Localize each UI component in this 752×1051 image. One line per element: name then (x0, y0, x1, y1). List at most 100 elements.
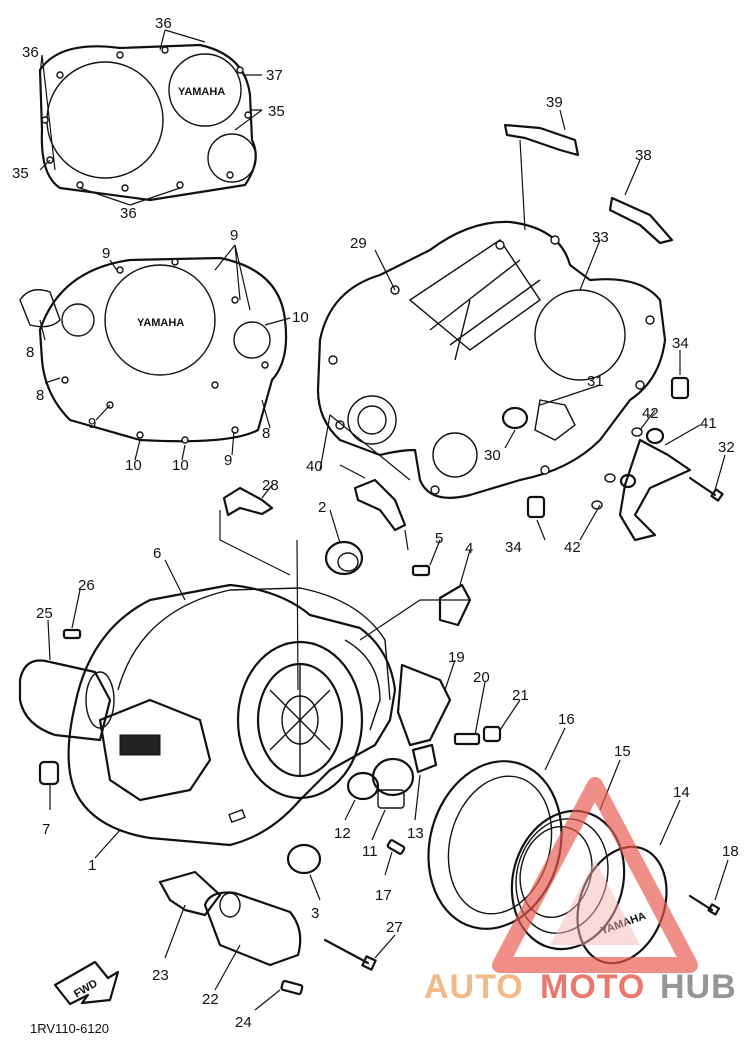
callout-17: 17 (375, 887, 392, 904)
callout-37: 37 (266, 67, 283, 84)
screw-18 (688, 894, 721, 916)
bracket-23 (158, 870, 222, 917)
callout-31: 31 (587, 373, 604, 390)
yamaha-stamp-gasket-2: YAMAHA (137, 317, 184, 329)
callout-41: 41 (700, 415, 717, 432)
callout-20: 20 (473, 669, 490, 686)
bolt-5 (411, 564, 431, 577)
callout-9: 9 (102, 245, 110, 262)
callout-12: 12 (334, 825, 351, 842)
bolt-32 (688, 476, 724, 502)
bolt-17 (386, 839, 406, 855)
gasket-6 (117, 587, 391, 701)
watermark-auto: AUTO (424, 968, 524, 1006)
bracket-19 (396, 663, 452, 747)
callout-36: 36 (155, 15, 172, 32)
callout-32: 32 (718, 439, 735, 456)
callout-5: 5 (435, 530, 443, 547)
starter-22 (203, 891, 302, 967)
callout-22: 22 (202, 991, 219, 1008)
bracket-41 (618, 427, 692, 542)
generator-cover-gasket: YAMAHA (19, 256, 288, 444)
bolt-24 (280, 979, 304, 996)
callout-10: 10 (125, 457, 142, 474)
callout-36: 36 (120, 205, 137, 222)
callout-35: 35 (12, 165, 29, 182)
clip-13 (411, 743, 438, 774)
bracket-28 (222, 486, 274, 517)
callout-8: 8 (26, 344, 34, 361)
dowel-pin-34 (526, 376, 690, 519)
fwd-arrow-icon: FWD (53, 960, 120, 1006)
callout-25: 25 (36, 605, 53, 622)
plug-3 (286, 843, 322, 875)
callout-39: 39 (546, 94, 563, 111)
starter-25 (18, 659, 115, 742)
callout-10: 10 (172, 457, 189, 474)
callout-9: 9 (230, 227, 238, 244)
callout-27: 27 (386, 919, 403, 936)
callout-34: 34 (505, 539, 522, 556)
plug-11 (371, 757, 415, 809)
bolt-21 (482, 725, 502, 743)
callout-11: 11 (362, 843, 378, 860)
callout-7: 7 (42, 821, 50, 838)
bracket-38 (608, 196, 674, 245)
part-code-label: 1RV110-6120 (30, 1021, 109, 1036)
callout-38: 38 (635, 147, 652, 164)
callout-29: 29 (350, 235, 367, 252)
bolt-27 (323, 938, 377, 971)
callout-3: 3 (311, 905, 319, 922)
callout-13: 13 (407, 825, 424, 842)
callout-36: 36 (22, 44, 39, 61)
callout-33: 33 (592, 229, 609, 246)
callout-40: 40 (306, 458, 323, 475)
callout-8: 8 (262, 425, 270, 442)
callout-24: 24 (235, 1014, 252, 1031)
callout-19: 19 (448, 649, 465, 666)
bearing-2 (324, 540, 364, 576)
callout-14: 14 (673, 784, 690, 801)
callout-35: 35 (268, 103, 285, 120)
automotohub-watermark: AUTO MOTO HUB (424, 777, 737, 1006)
clutch-cover-gasket: YAMAHA (38, 43, 257, 202)
pump-body (98, 698, 212, 802)
plate-4 (438, 583, 472, 627)
crankcase-cover-left-main (67, 583, 397, 847)
crankcase-cover-right (316, 220, 667, 499)
callout-18: 18 (722, 843, 739, 860)
callout-16: 16 (558, 711, 575, 728)
callout-28: 28 (262, 477, 279, 494)
callout-6: 6 (153, 545, 161, 562)
callout-34: 34 (672, 335, 689, 352)
bolt-20 (453, 732, 481, 746)
callout-numbers: 36 36 37 35 35 36 9 9 10 8 8 9 8 10 10 9… (12, 15, 739, 1031)
bolt-26 (62, 628, 82, 640)
o-ring-12 (346, 771, 380, 801)
callout-21: 21 (512, 687, 529, 704)
callout-2: 2 (318, 499, 326, 516)
oil-seal-31 (501, 399, 576, 441)
o-ring-42 (591, 427, 643, 510)
callout-42: 42 (564, 539, 581, 556)
callout-9: 9 (88, 415, 96, 432)
watermark-moto: MOTO (540, 968, 645, 1006)
yamaha-stamp-gasket: YAMAHA (178, 86, 225, 98)
callout-26: 26 (78, 577, 95, 594)
callout-4: 4 (465, 540, 473, 557)
bracket-39 (503, 123, 580, 157)
callout-23: 23 (152, 967, 169, 984)
leader-lines (39, 29, 729, 1011)
callout-1: 1 (88, 857, 96, 874)
dowel-7 (38, 760, 60, 786)
watermark-hub: HUB (660, 968, 737, 1006)
callout-10: 10 (292, 309, 309, 326)
callout-9: 9 (224, 452, 232, 469)
callout-42: 42 (642, 405, 659, 422)
plate-40 (353, 478, 407, 532)
callout-8: 8 (36, 387, 44, 404)
watermark-triangle-icon (492, 777, 698, 973)
callout-15: 15 (614, 743, 631, 760)
callout-30: 30 (484, 447, 501, 464)
